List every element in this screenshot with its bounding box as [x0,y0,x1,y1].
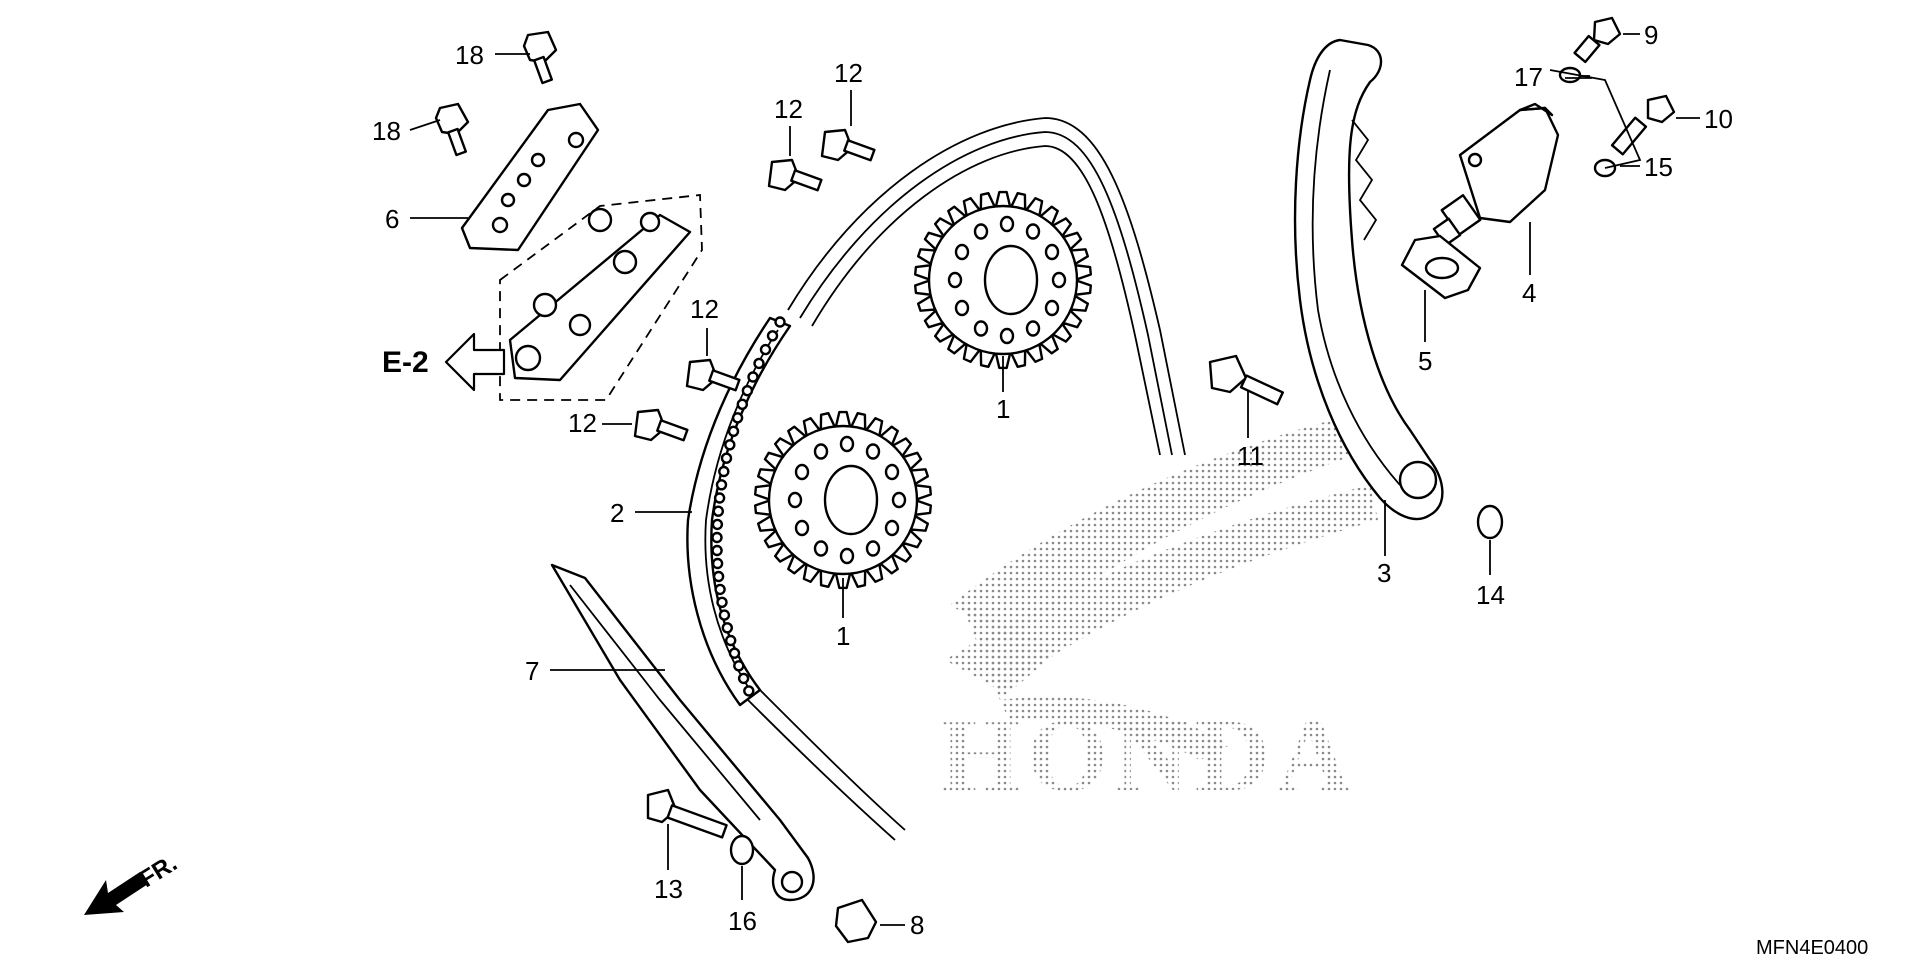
bolt-18-lower [434,102,470,157]
callout-16: 16 [728,906,757,936]
callout-12: 12 [690,294,719,324]
leader-lines [409,33,1700,926]
filled-arrow-front-icon [84,872,148,915]
callout-5: 5 [1418,346,1432,376]
bolt-12-b [767,158,823,192]
bolt-12-c [685,358,741,392]
honda-logo-watermark: HONDA [940,405,1400,813]
callout-8: 8 [910,910,924,940]
upper-chain-guide [499,193,703,401]
bolts-and-washers [434,16,1676,944]
bolt-13 [646,788,728,839]
callouts: 18 18 6 12 12 12 12 2 7 1 1 11 3 5 4 14 … [372,20,1733,940]
cam-sprocket-lower [754,410,932,590]
cam-sprocket-upper [914,190,1092,370]
callout-14: 14 [1476,580,1505,610]
callout-4: 4 [1522,278,1536,308]
washer-16 [729,834,755,866]
callout-7: 7 [525,656,539,686]
callout-1: 1 [836,621,850,651]
cam-chain-tensioner-arm [1293,38,1444,521]
bolt-10 [1610,94,1676,156]
bolt-12-d [633,408,689,442]
bolt-9 [1573,16,1622,64]
callout-6: 6 [385,204,399,234]
callout-1: 1 [996,394,1010,424]
callout-12: 12 [568,408,597,438]
front-direction-marker: FR. [84,850,182,915]
honda-logo-text: HONDA [940,698,1357,813]
callout-15: 15 [1644,152,1673,182]
callout-2: 2 [610,498,624,528]
cam-chain-loop [747,117,1186,841]
callout-10: 10 [1704,104,1733,134]
tensioner-gasket [1400,234,1482,300]
cam-chain [686,316,792,707]
callout-9: 9 [1644,20,1658,50]
cam-chain-tensioner-lifter [1432,102,1560,247]
callout-18: 18 [455,40,484,70]
guide-plate [460,102,600,252]
callout-12: 12 [774,94,803,124]
bolt-11 [1208,354,1284,406]
bolt-12-a [820,128,876,162]
collar-8 [834,898,878,944]
callout-17: 17 [1514,62,1543,92]
cam-chain-guide [550,563,815,902]
callout-11: 11 [1237,441,1264,471]
callout-12: 12 [834,58,863,88]
washer-14 [1476,504,1504,540]
section-reference[interactable]: E-2 [382,332,506,392]
callout-3: 3 [1377,558,1391,588]
section-reference-label: E-2 [382,346,429,379]
drawing-code: MFN4E0400 [1756,937,1868,959]
callout-18: 18 [372,116,401,146]
bolt-18-upper [522,30,558,85]
outline-arrow-left-icon [444,332,506,392]
callout-13: 13 [654,874,683,904]
